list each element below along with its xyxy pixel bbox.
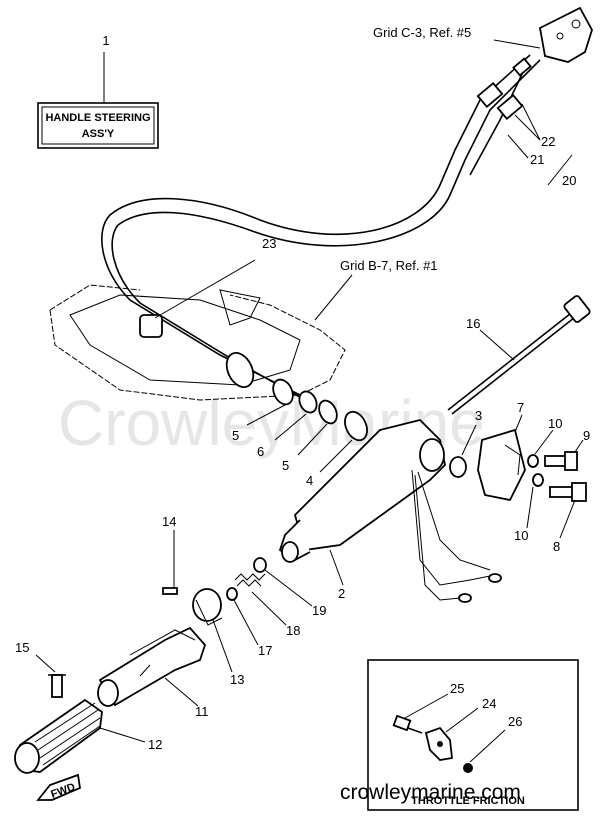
ref-grid-c3: Grid C-3, Ref. #5 xyxy=(373,25,471,40)
throttle-cables xyxy=(101,54,541,401)
callout-10a: 10 xyxy=(548,416,562,431)
title-box: HANDLE STEERING ASS'Y 1 xyxy=(37,33,159,149)
callout-21: 21 xyxy=(530,152,544,167)
washer-3: 3 xyxy=(449,408,482,478)
title-line1: HANDLE STEERING xyxy=(45,112,150,124)
callout-25: 25 xyxy=(450,681,464,696)
washers: 5 6 5 4 xyxy=(225,352,368,488)
title-line2: ASS'Y xyxy=(82,128,115,140)
callout-13: 13 xyxy=(230,672,244,687)
callout-4: 4 xyxy=(306,473,313,488)
callout-26: 26 xyxy=(508,714,522,729)
callout-11: 11 xyxy=(195,704,209,719)
screw-15: 15 xyxy=(15,640,66,698)
ref-grid-b7: Grid B-7, Ref. #1 xyxy=(340,258,438,273)
callout-8: 8 xyxy=(553,539,560,554)
callout-3: 3 xyxy=(475,408,482,423)
small-parts: 14 19 18 17 xyxy=(162,514,326,658)
callout-14: 14 xyxy=(162,514,176,529)
inset-throttle-friction: 25 24 26 THROTTLE FRICTION xyxy=(367,659,579,811)
collar-13: 13 xyxy=(192,588,244,687)
callout-20: 20 xyxy=(562,173,576,188)
grip-tube-11: 11 xyxy=(97,626,209,719)
grip-12: 12 xyxy=(14,698,162,774)
callout-22: 22 xyxy=(541,134,555,149)
cowling-outline xyxy=(49,284,346,401)
callout-19: 19 xyxy=(312,603,326,618)
callout-18: 18 xyxy=(286,623,300,638)
callout-9: 9 xyxy=(583,428,590,443)
callout-1: 1 xyxy=(102,33,109,48)
callout-17: 17 xyxy=(258,643,272,658)
callout-6: 6 xyxy=(257,444,264,459)
shaft-16: 16 xyxy=(447,295,591,415)
callout-10b: 10 xyxy=(514,528,528,543)
friction-plate-7: 7 xyxy=(477,400,526,502)
bolts-and-washers: 10 9 10 8 xyxy=(514,416,590,554)
fwd-arrow: FWD xyxy=(36,773,81,801)
callout-23: 23 xyxy=(262,236,276,251)
website-label: crowleymarine.com xyxy=(340,781,521,804)
callout-5a: 5 xyxy=(232,428,239,443)
handle-bracket-2: 2 xyxy=(278,419,502,603)
cable-bracket xyxy=(538,6,593,63)
callout-2: 2 xyxy=(338,586,345,601)
inset-caption: THROTTLE FRICTION xyxy=(411,795,525,807)
callout-7: 7 xyxy=(517,400,524,415)
callout-16: 16 xyxy=(466,316,480,331)
callout-12: 12 xyxy=(148,737,162,752)
callout-5b: 5 xyxy=(282,458,289,473)
callout-24: 24 xyxy=(482,696,496,711)
callout-15: 15 xyxy=(15,640,29,655)
grommet-23: 23 xyxy=(139,236,276,338)
